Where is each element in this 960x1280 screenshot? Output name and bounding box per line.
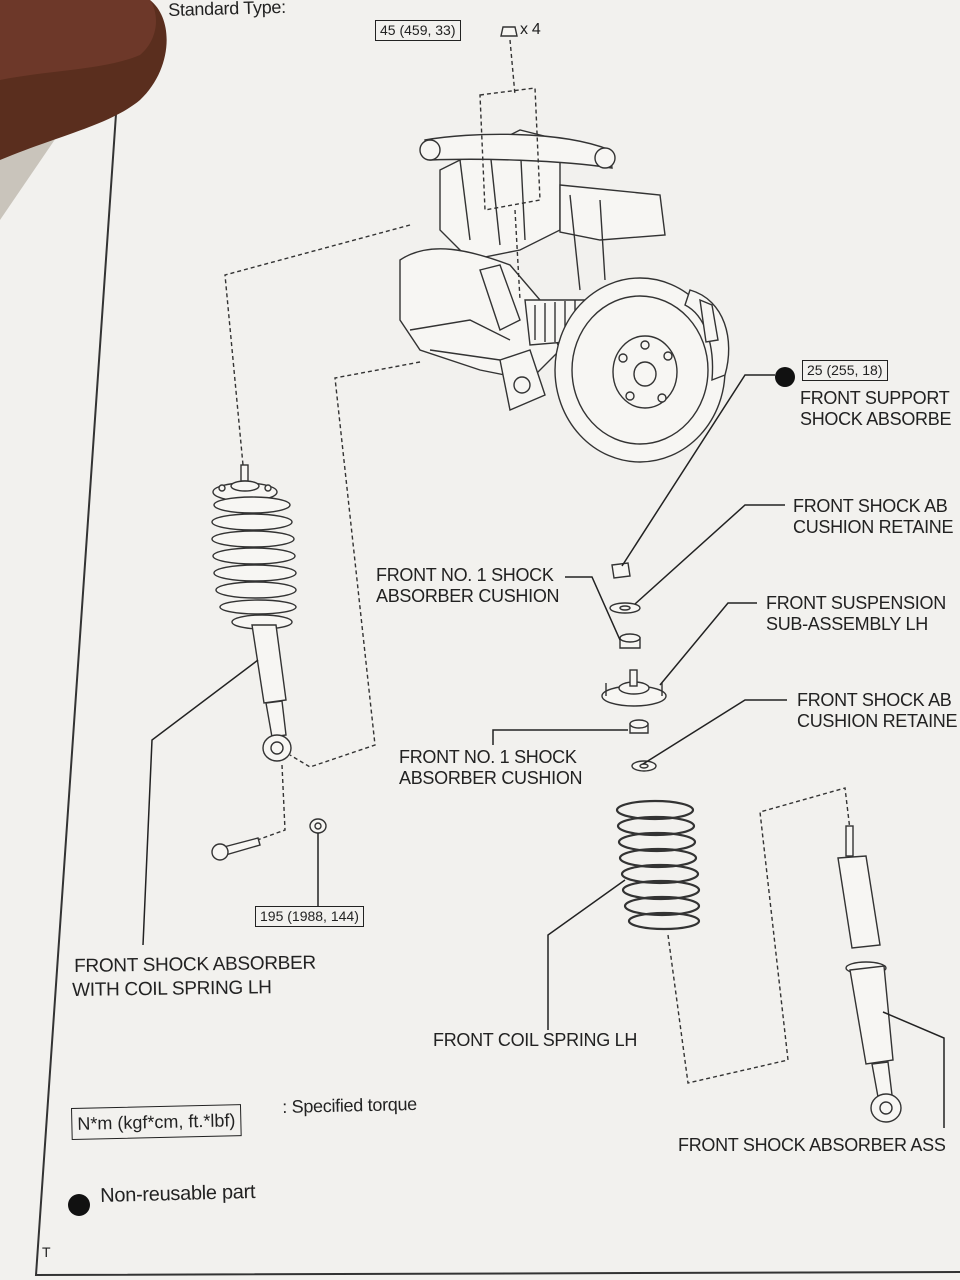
label-no1-cushion-upper-line2: ABSORBER CUSHION [376, 586, 560, 606]
legend-nonreusable-dot [68, 1194, 90, 1216]
knuckle-assembly-drawing [399, 129, 730, 463]
label-retainer-lower-line2: CUSHION RETAINE [797, 711, 958, 731]
top-nut-quantity: x 4 [520, 21, 541, 38]
label-shock-with-spring: FRONT SHOCK ABSORBER [74, 952, 317, 977]
torque-lower-bolt: 195 (1988, 144) [255, 906, 364, 927]
diagram-title: Standard Type: [168, 0, 287, 20]
nonreusable-marker [775, 367, 795, 387]
legend-torque-desc: : Specified torque [282, 1093, 418, 1117]
torque-support-nut: 25 (255, 18) [802, 360, 888, 381]
coil-spring-drawing [615, 799, 701, 931]
page-border [34, 84, 960, 1277]
legend-nonreusable-label: Non-reusable part [99, 1180, 256, 1207]
label-front-support-line2: SHOCK ABSORBE [800, 409, 952, 429]
label-no1-cushion-lower-line2: ABSORBER CUSHION [399, 768, 583, 788]
shock-assy-drawing [837, 825, 902, 1123]
label-shock-with-spring-line2: WITH COIL SPRING LH [72, 977, 272, 1001]
label-retainer-upper-line2: CUSHION RETAINE [793, 517, 954, 537]
label-suspension-support: FRONT SUSPENSION [766, 593, 946, 613]
label-retainer-upper: FRONT SHOCK AB [793, 496, 948, 516]
shock-with-spring-drawing [211, 464, 297, 762]
label-shock-assy: FRONT SHOCK ABSORBER ASS [678, 1135, 946, 1155]
label-no1-cushion-lower: FRONT NO. 1 SHOCK [399, 747, 577, 767]
footer-mark: T [42, 1244, 51, 1260]
legend-torque-box: N*m (kgf*cm, ft.*lbf) [71, 1104, 242, 1140]
lower-bolt-drawing [211, 818, 327, 861]
label-front-support: FRONT SUPPORT [800, 388, 950, 408]
label-no1-cushion-upper: FRONT NO. 1 SHOCK [376, 565, 554, 585]
label-coil-spring: FRONT COIL SPRING LH [433, 1030, 638, 1050]
connector-lines [224, 39, 851, 1084]
leader-lines [142, 374, 945, 1128]
torque-top-nut: 45 (459, 33) [375, 20, 461, 41]
label-retainer-lower: FRONT SHOCK AB [797, 690, 952, 710]
label-suspension-support-line2: SUB-ASSEMBLY LH [766, 614, 928, 634]
top-nut-icon [500, 26, 518, 37]
